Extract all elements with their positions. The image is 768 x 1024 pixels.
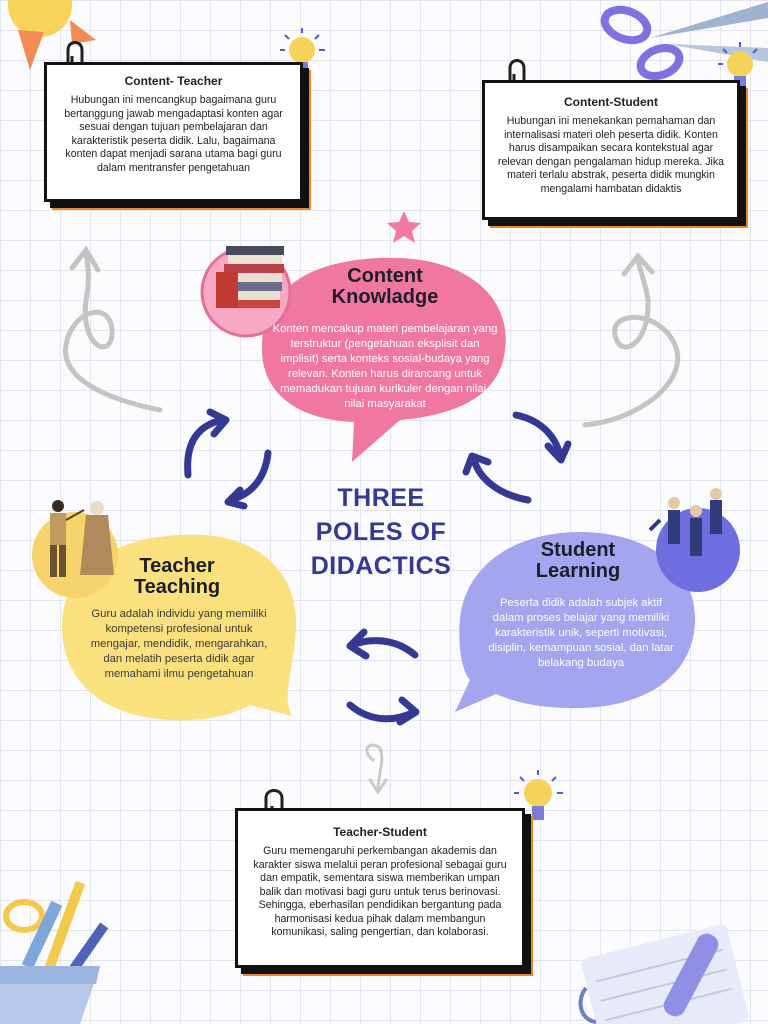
content-knowledge-text: Konten mencakup materi pembelajaran yang…	[272, 323, 498, 410]
card-title: Teacher-Student	[333, 825, 427, 839]
card-text: Hubungan ini menekankan pemahaman dan in…	[497, 115, 725, 195]
content-knowledge-title: Content Knowladge	[300, 266, 470, 308]
swirl-arrow-icon	[365, 743, 388, 795]
sun-icon	[8, 0, 96, 70]
title-line: Teacher	[139, 555, 215, 577]
student-learning-text: Peserta didik adalah subjek aktif dalam …	[488, 597, 674, 669]
star-icon	[387, 211, 421, 243]
main-title-line: DIDACTICS	[310, 551, 452, 580]
main-title-line: THREE	[337, 484, 425, 512]
title-line: Teaching	[133, 576, 221, 598]
teacher-teaching-text: Guru adalah individu yang memiliki kompe…	[90, 608, 268, 680]
card-title: Content- Teacher	[124, 74, 223, 88]
title-line: Content	[347, 265, 423, 287]
pencil-cup-icon	[0, 881, 109, 1024]
title-line: Student	[540, 539, 616, 561]
main-title-line: POLES OF	[315, 517, 447, 546]
teacher-teaching-title: Teacher Teaching	[102, 556, 252, 598]
student-learning-title: Student Learning	[510, 540, 646, 582]
title-line: Knowladge	[331, 286, 439, 308]
title-line: Learning	[535, 560, 621, 582]
card-text: Hubungan ini mencangkup bagaimana guru b…	[64, 94, 283, 174]
content-teacher-card: Content- Teacher Hubungan ini mencangkup…	[44, 62, 303, 202]
students-illustration	[648, 488, 740, 592]
notebook-pen-icon	[578, 924, 749, 1024]
main-title: THREE POLES OF DIDACTICS	[296, 482, 466, 583]
card-text: Guru memengaruhi perkembangan akademis d…	[253, 845, 507, 939]
teacher-student-card: Teacher-Student Guru memengaruhi perkemb…	[235, 808, 525, 968]
card-title: Content-Student	[564, 95, 658, 109]
content-student-card: Content-Student Hubungan ini menekankan …	[482, 80, 740, 220]
scissors-icon	[600, 2, 768, 81]
